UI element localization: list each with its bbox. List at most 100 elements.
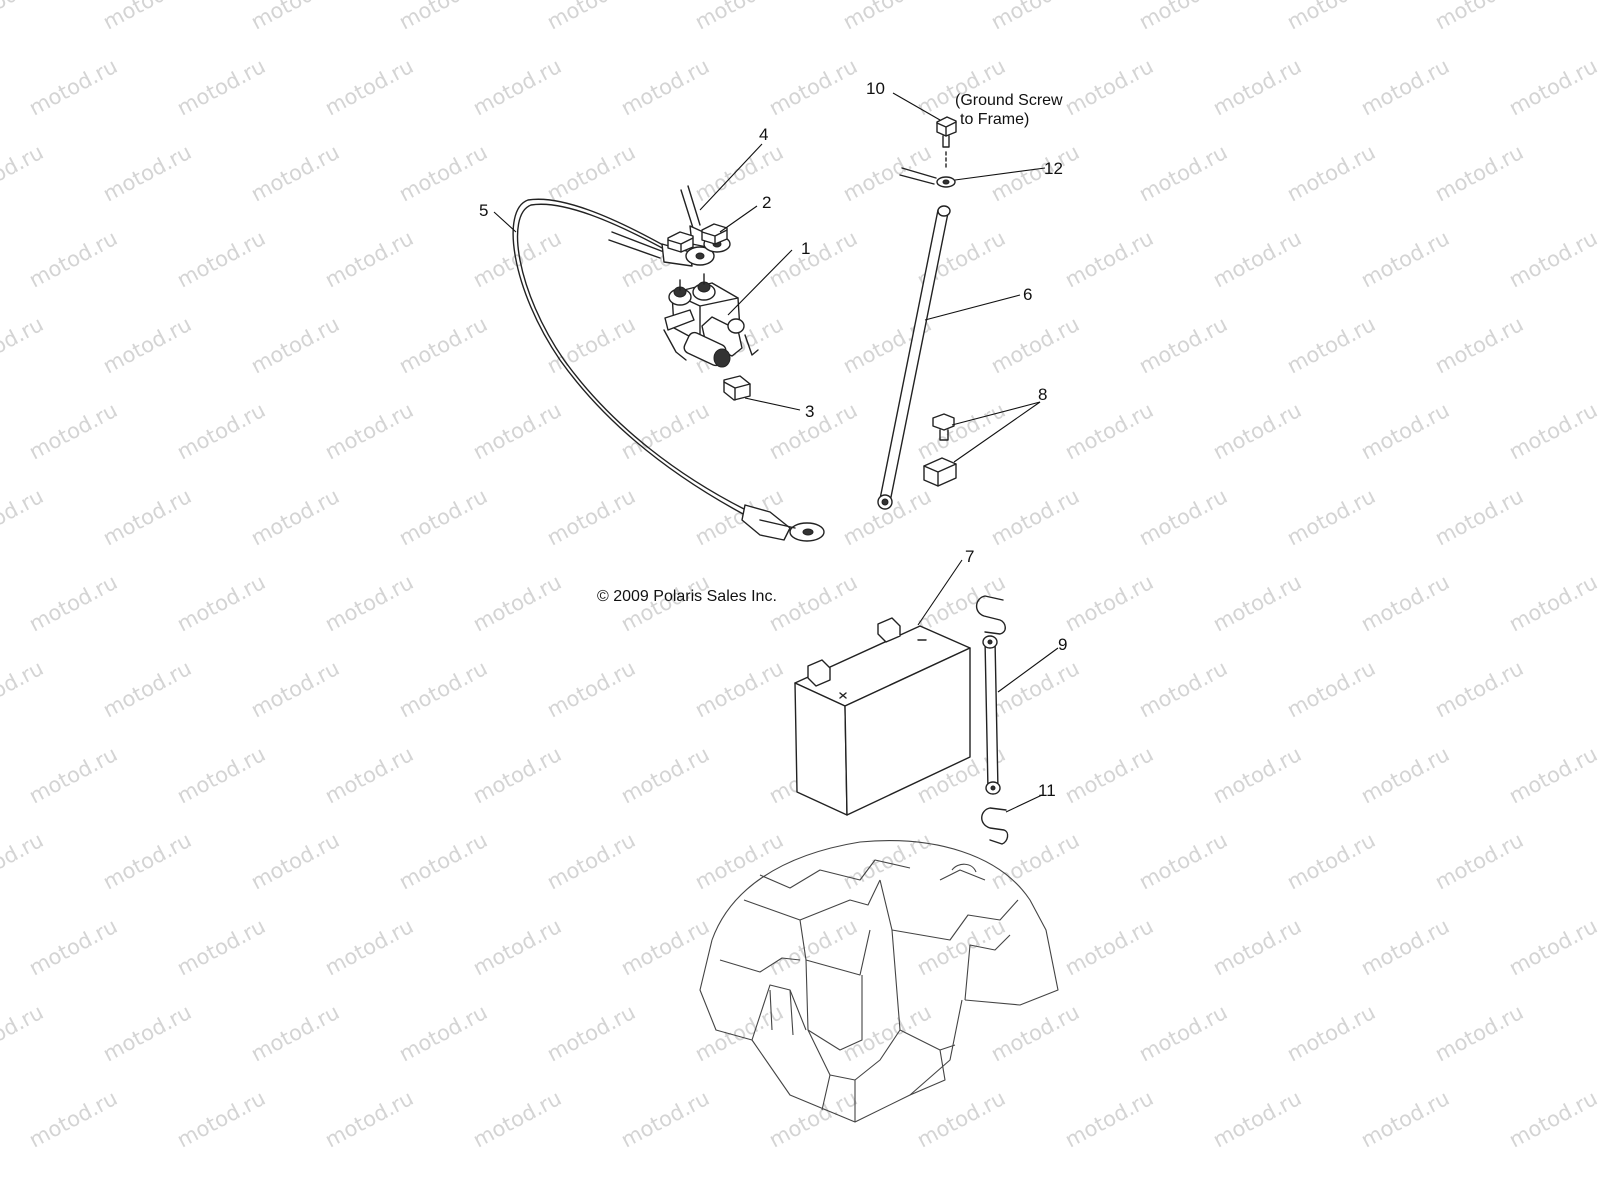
watermark-text: motod.ru [99, 484, 195, 550]
callout-1: 1 [801, 239, 810, 258]
watermark-text: motod.ru [247, 0, 343, 34]
watermark-text: motod.ru [0, 140, 47, 206]
watermark-text: motod.ru [395, 0, 491, 34]
callout-7: 7 [965, 547, 974, 566]
watermark-text: motod.ru [247, 1000, 343, 1066]
watermark-text: motod.ru [99, 140, 195, 206]
watermark-text: motod.ru [99, 828, 195, 894]
watermark-text: motod.ru [321, 398, 417, 464]
callout-12: 12 [1044, 159, 1063, 178]
watermark-text: motod.ru [1283, 484, 1379, 550]
watermark-text: motod.ru [1505, 742, 1600, 808]
battery-strap-rod [877, 205, 951, 510]
watermark-text: motod.ru [25, 54, 121, 120]
solenoid [663, 273, 759, 368]
watermark-text: motod.ru [1209, 742, 1305, 808]
watermark-text: motod.ru [1061, 226, 1157, 292]
watermark-text: motod.ru [1135, 0, 1231, 34]
watermark-text: motod.ru [395, 828, 491, 894]
watermark-text: motod.ru [691, 0, 787, 34]
ground-screw [936, 116, 957, 171]
watermark-text: motod.ru [247, 484, 343, 550]
callout-11: 11 [1038, 781, 1056, 800]
watermark-text: motod.ru [1431, 656, 1527, 722]
watermark-text: motod.ru [99, 656, 195, 722]
watermark-text: motod.ru [1209, 570, 1305, 636]
watermark-text: motod.ru [1283, 140, 1379, 206]
watermark-text: motod.ru [1431, 312, 1527, 378]
watermark-text: motod.ru [691, 656, 787, 722]
watermark-text: motod.ru [469, 570, 565, 636]
watermark-text: motod.ru [0, 484, 47, 550]
watermark-text: motod.ru [913, 1086, 1009, 1152]
watermark-text: motod.ru [543, 312, 639, 378]
watermark-text: motod.ru [543, 140, 639, 206]
watermark-text: motod.ru [765, 54, 861, 120]
watermark-text: motod.ru [1283, 1000, 1379, 1066]
watermark-text: motod.ru [1061, 570, 1157, 636]
watermark-text: motod.ru [1061, 914, 1157, 980]
watermark-text: motod.ru [99, 1000, 195, 1066]
watermark-text: motod.ru [1357, 1086, 1453, 1152]
callout-8: 8 [1038, 385, 1047, 404]
watermark-text: motod.ru [25, 398, 121, 464]
watermark-text: motod.ru [99, 312, 195, 378]
watermark-text: motod.ru [1505, 570, 1600, 636]
watermark-text: motod.ru [1283, 0, 1379, 34]
watermark-text: motod.ru [543, 656, 639, 722]
copyright-text: © 2009 Polaris Sales Inc. [597, 588, 777, 605]
watermark-text: motod.ru [1431, 140, 1527, 206]
watermark-text: motod.ru [1357, 54, 1453, 120]
watermark-text: motod.ru [765, 226, 861, 292]
watermark-text: motod.ru [1357, 226, 1453, 292]
watermark-text: motod.ru [469, 398, 565, 464]
watermark-text: motod.ru [395, 484, 491, 550]
watermark-text: motod.ru [0, 828, 47, 894]
watermark-text: motod.ru [321, 1086, 417, 1152]
watermark-text: motod.ru [1135, 484, 1231, 550]
watermark-text: motod.ru [1209, 54, 1305, 120]
watermark-text: motod.ru [247, 312, 343, 378]
watermark-text: motod.ru [1061, 742, 1157, 808]
watermark-text: motod.ru [469, 1086, 565, 1152]
battery [794, 617, 971, 816]
watermark-text: motod.ru [25, 1086, 121, 1152]
callout-4: 4 [759, 125, 768, 144]
watermark-text: motod.ru [839, 0, 935, 34]
watermark-text: motod.ru [913, 570, 1009, 636]
watermark-text: motod.ru [543, 0, 639, 34]
callout-3: 3 [805, 402, 814, 421]
retainer-strap [982, 635, 1001, 795]
frame [699, 840, 1059, 1123]
watermark-text: motod.ru [617, 1086, 713, 1152]
watermark-text: motod.ru [173, 570, 269, 636]
watermark-text: motod.ru [1061, 398, 1157, 464]
watermark-text: motod.ru [1209, 914, 1305, 980]
watermark-text: motod.ru [1209, 226, 1305, 292]
watermark-text: motod.ru [617, 742, 713, 808]
watermark-text: motod.ru [99, 0, 195, 34]
watermark-text: motod.ru [691, 828, 787, 894]
watermark-text: motod.ru [247, 828, 343, 894]
watermark-text: motod.ru [0, 0, 47, 34]
cable-long [512, 198, 825, 542]
watermark-text: motod.ru [1135, 140, 1231, 206]
watermark-text: motod.ru [1283, 312, 1379, 378]
watermark-text: motod.ru [543, 828, 639, 894]
watermark-text: motod.ru [987, 140, 1083, 206]
watermark-text: motod.ru [1283, 828, 1379, 894]
watermark-text: motod.ru [321, 226, 417, 292]
watermark-text: motod.ru [765, 914, 861, 980]
watermark-text: motod.ru [321, 570, 417, 636]
watermark-text: motod.ru [1505, 226, 1600, 292]
bolt [723, 375, 751, 401]
callout-2: 2 [762, 193, 771, 212]
watermark-text: motod.ru [321, 54, 417, 120]
watermark-text: motod.ru [839, 828, 935, 894]
ground-screw-note-line2: to Frame) [960, 111, 1029, 128]
watermark-text: motod.ru [1209, 1086, 1305, 1152]
watermark-text: motod.ru [691, 1000, 787, 1066]
watermark-text: motod.ru [395, 656, 491, 722]
watermark-text: motod.ru [1283, 656, 1379, 722]
watermark-text: motod.ru [1431, 0, 1527, 34]
